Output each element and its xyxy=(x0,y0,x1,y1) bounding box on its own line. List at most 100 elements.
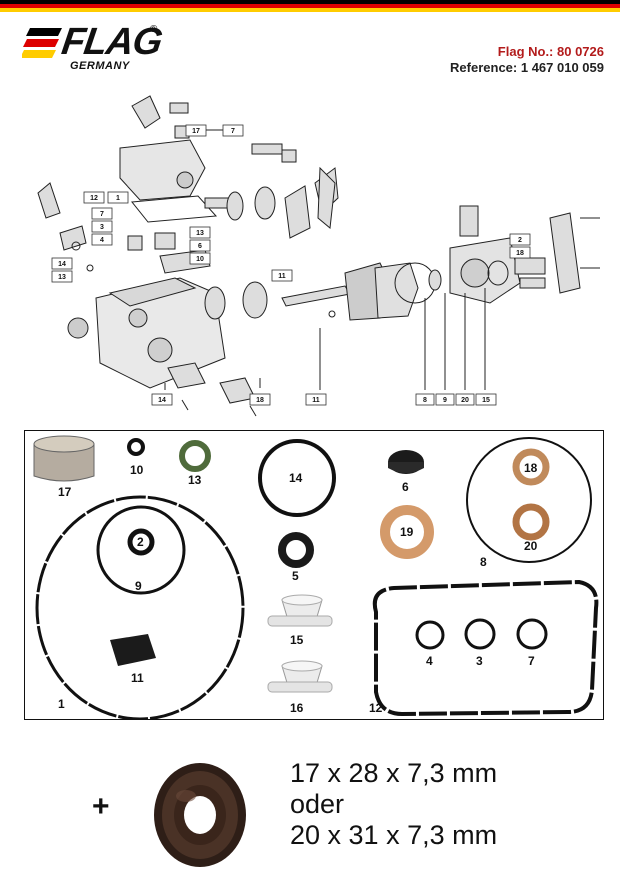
shaft-seal-icon xyxy=(278,532,314,568)
svg-text:8: 8 xyxy=(423,397,427,404)
callout-4: 4 xyxy=(91,233,113,246)
dimension-option-2: 20 x 31 x 7,3 mm xyxy=(290,820,498,850)
o-ring-icon xyxy=(35,495,245,720)
o-ring-icon xyxy=(415,620,445,650)
dimension-option-1: 17 x 28 x 7,3 mm xyxy=(290,758,498,788)
plastic-cap-icon xyxy=(267,660,333,693)
reference-block: Flag No.: 80 0726 Reference: 1 467 010 0… xyxy=(450,44,604,76)
svg-text:17: 17 xyxy=(192,128,200,135)
part-label-6: 6 xyxy=(402,480,409,494)
svg-text:14: 14 xyxy=(58,261,66,268)
callout-11: 11 xyxy=(271,269,293,282)
callout-17: 17 xyxy=(185,124,207,137)
flag-stripe-bar xyxy=(0,0,620,12)
plastic-cap-icon xyxy=(267,594,333,627)
dimension-or: oder xyxy=(290,789,345,819)
flag-number: Flag No.: 80 0726 xyxy=(497,44,604,59)
part-label-16: 16 xyxy=(290,701,304,715)
shaft-seal-photo-icon xyxy=(154,763,246,867)
logo-text: FLAG xyxy=(59,21,165,63)
svg-text:13: 13 xyxy=(58,274,66,281)
part-label-9: 9 xyxy=(135,579,142,593)
kit-contents-box xyxy=(24,430,604,720)
o-ring-icon xyxy=(96,505,186,595)
logo-subtitle: GERMANY xyxy=(70,60,130,72)
callout-18b: 18 xyxy=(249,393,271,406)
svg-text:20: 20 xyxy=(461,397,469,404)
callout-10: 10 xyxy=(189,252,211,265)
part-label-14: 14 xyxy=(289,471,303,485)
part-label-7: 7 xyxy=(528,654,535,668)
part-label-19: 19 xyxy=(400,525,414,539)
reference-number: Reference: 1 467 010 059 xyxy=(450,60,604,75)
o-ring-icon xyxy=(127,438,145,456)
part-label-11: 11 xyxy=(131,671,144,685)
callout-13b: 13 xyxy=(51,270,73,283)
svg-text:11: 11 xyxy=(312,397,320,404)
part-label-12: 12 xyxy=(369,701,383,715)
logo-registered-mark: ® xyxy=(150,24,158,35)
part-label-8: 8 xyxy=(480,555,487,569)
callout-12: 12 xyxy=(83,191,105,204)
bushing-icon xyxy=(33,435,95,482)
o-ring-icon xyxy=(258,439,336,517)
svg-text:12: 12 xyxy=(90,195,98,202)
o-ring-icon xyxy=(179,440,211,472)
svg-text:1: 1 xyxy=(116,195,120,202)
callout-18: 18 xyxy=(509,246,531,259)
flag-logo: FLAG ® GERMANY xyxy=(22,21,172,74)
kit-parts-layout: 17 10 13 14 6 18 19 20 8 2 9 5 1 15 11 1 xyxy=(33,435,599,720)
svg-text:2: 2 xyxy=(518,237,522,244)
callout-11b: 11 xyxy=(305,393,327,406)
part-label-20: 20 xyxy=(524,539,538,553)
part-label-4: 4 xyxy=(426,654,433,668)
part-label-17: 17 xyxy=(58,485,72,499)
callout-6: 6 xyxy=(189,239,211,252)
exploded-view-diagram: 17 7 12 1 7 3 4 13 6 10 14 13 11 2 18 14… xyxy=(37,95,600,417)
part-label-15: 15 xyxy=(290,633,304,647)
callout-2: 2 xyxy=(509,233,531,246)
cover-gasket-icon xyxy=(372,579,599,717)
o-ring-icon xyxy=(466,437,592,563)
callout-13: 13 xyxy=(189,226,211,239)
callout-8: 8 xyxy=(415,393,435,406)
svg-text:14: 14 xyxy=(158,397,166,404)
o-ring-icon xyxy=(127,528,155,556)
o-ring-icon xyxy=(516,618,548,650)
svg-text:18: 18 xyxy=(516,250,524,257)
part-label-18: 18 xyxy=(524,461,538,475)
svg-text:4: 4 xyxy=(100,237,104,244)
svg-text:9: 9 xyxy=(443,397,447,404)
part-label-1: 1 xyxy=(58,697,65,711)
svg-text:3: 3 xyxy=(100,224,104,231)
svg-text:13: 13 xyxy=(196,230,204,237)
callout-1: 1 xyxy=(107,191,129,204)
callout-14b: 14 xyxy=(151,393,173,406)
svg-text:11: 11 xyxy=(278,273,286,280)
callout-14: 14 xyxy=(51,257,73,270)
callout-15: 15 xyxy=(475,393,497,406)
part-label-2: 2 xyxy=(137,535,144,549)
svg-text:6: 6 xyxy=(198,243,202,250)
rubber-cap-icon xyxy=(388,450,424,474)
plus-sign: + xyxy=(92,790,110,823)
copper-washer-icon xyxy=(512,448,550,486)
copper-washer-icon xyxy=(380,505,434,559)
callout-7: 7 xyxy=(222,124,244,137)
callout-9: 9 xyxy=(435,393,455,406)
part-label-13: 13 xyxy=(188,473,202,487)
callout-7b: 7 xyxy=(91,207,113,220)
svg-text:15: 15 xyxy=(482,397,490,404)
logo-stripes-icon xyxy=(22,28,62,58)
callout-3: 3 xyxy=(91,220,113,233)
part-label-3: 3 xyxy=(476,654,483,668)
svg-text:7: 7 xyxy=(100,211,104,218)
svg-text:7: 7 xyxy=(231,128,235,135)
rubber-block-icon xyxy=(110,634,156,666)
svg-text:18: 18 xyxy=(256,397,264,404)
part-label-10: 10 xyxy=(130,463,144,477)
seal-dimensions: 17 x 28 x 7,3 mm oder 20 x 31 x 7,3 mm xyxy=(290,758,497,851)
copper-washer-icon xyxy=(512,503,550,541)
callout-20: 20 xyxy=(455,393,475,406)
svg-text:10: 10 xyxy=(196,256,204,263)
